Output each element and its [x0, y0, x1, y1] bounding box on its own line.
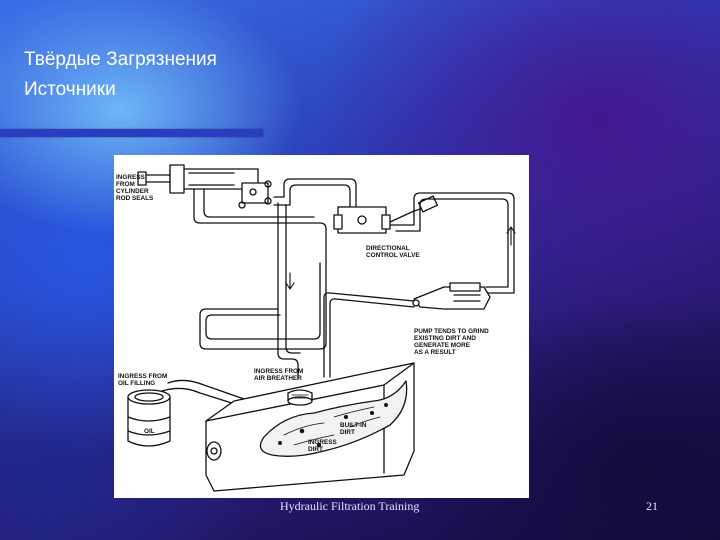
- air-breather: [287, 389, 313, 406]
- label-breather-2: AIR BREATHER: [254, 375, 302, 382]
- label-ingress-dirt-1: INGRESS: [308, 439, 338, 446]
- slide-title-line1: Твёрдые Загрязнения: [24, 49, 217, 70]
- label-cylinder-2: FROM: [116, 181, 135, 188]
- label-cylinder-3: CYLINDER: [116, 188, 149, 195]
- label-builtin-1: BUILT-IN: [340, 422, 367, 429]
- label-pump-1: PUMP TENDS TO GRIND: [414, 328, 489, 335]
- label-breather-1: INGRESS FROM: [254, 368, 303, 375]
- label-ingress-dirt-2: DIRT: [308, 446, 323, 453]
- slide-title-line2: Источники: [24, 79, 116, 100]
- label-oil-drum: OIL: [144, 428, 155, 435]
- label-cylinder-1: INGRESS: [116, 174, 146, 181]
- label-pump-3: GENERATE MORE: [414, 342, 471, 349]
- title-underline-bar: [0, 129, 263, 137]
- label-pump-4: AS A RESULT: [414, 349, 456, 356]
- pump: [412, 282, 491, 310]
- label-cylinder-4: ROD SEALS: [116, 195, 154, 202]
- label-valve-1: DIRECTIONAL: [366, 245, 410, 252]
- label-builtin-2: DIRT: [340, 429, 355, 436]
- hydraulic-cylinder: [137, 164, 272, 209]
- directional-control-valve: [333, 195, 439, 234]
- label-oil-fill-1: INGRESS FROM: [118, 373, 167, 380]
- oil-drum: [127, 389, 171, 447]
- label-valve-2: CONTROL VALVE: [366, 252, 420, 259]
- footer-text: Hydraulic Filtration Training: [280, 499, 420, 513]
- reservoir-tank: [205, 362, 415, 492]
- label-pump-2: EXISTING DIRT AND: [414, 335, 476, 342]
- slide-number: 21: [646, 499, 658, 513]
- label-oil-fill-2: OIL FILLING: [118, 380, 155, 387]
